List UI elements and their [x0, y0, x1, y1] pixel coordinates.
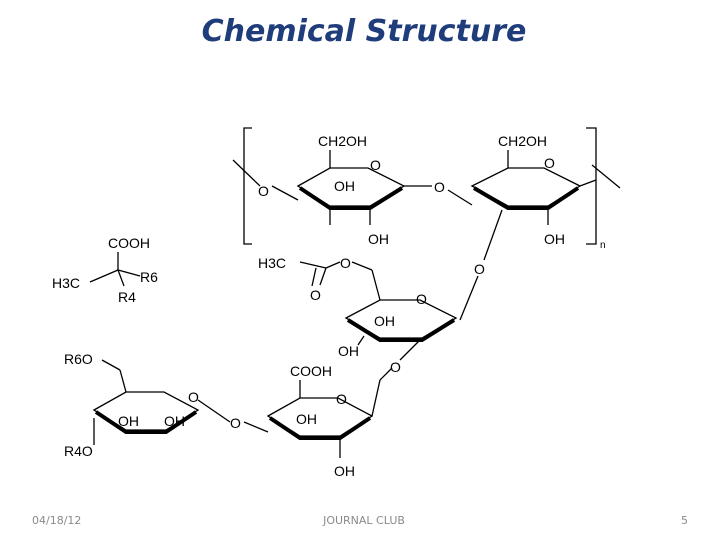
left-bracket: [243, 127, 252, 245]
right-bracket: [586, 127, 597, 245]
top-left-oh-2: OH: [368, 231, 389, 247]
top-left-ring-oxygen: O: [370, 157, 381, 173]
bottom-right-ring-oxygen: O: [336, 391, 347, 407]
page-number: 5: [681, 514, 688, 527]
pyruvate-r6: R6: [140, 269, 158, 285]
acetyl-link-o: O: [390, 359, 401, 375]
footer-center-text: JOURNAL CLUB: [323, 514, 405, 527]
acetyl-ester-o: O: [340, 255, 351, 271]
pyruvate-r4: R4: [118, 289, 136, 305]
atom-labels: CH2OH O OH OH O O O CH2OH O OH n COOH H3…: [52, 133, 606, 479]
bottom-left-oh-2: OH: [164, 413, 185, 429]
linker-right-o: O: [474, 261, 485, 277]
top-left-oh-1: OH: [334, 178, 355, 194]
bottom-left-oh-1: OH: [118, 413, 139, 429]
slide-title: Chemical Structure: [201, 14, 527, 49]
bottom-right-ring: [266, 397, 374, 437]
acetyl-carbonyl-o: O: [310, 287, 321, 303]
bottom-right-oh-1: OH: [296, 411, 317, 427]
acetyl-ring-oxygen: O: [416, 291, 427, 307]
bottom-left-r4o: R4O: [64, 443, 93, 459]
acetyl-ring: [344, 299, 458, 339]
footer-date: 04/18/12: [32, 514, 82, 527]
linker-middle-o: O: [434, 179, 445, 195]
bottom-left-ring-oxygen: O: [188, 389, 199, 405]
repeat-subscript: n: [600, 240, 606, 251]
top-right-ring: [470, 167, 582, 207]
top-left-ch2oh: CH2OH: [318, 133, 367, 149]
acetyl-h3c: H3C: [258, 255, 286, 271]
pyruvate-cooh: COOH: [108, 235, 150, 251]
top-right-ch2oh: CH2OH: [498, 133, 547, 149]
pyruvate-h3c: H3C: [52, 275, 80, 291]
bottom-right-oh-2: OH: [334, 463, 355, 479]
bottom-left-r6o: R6O: [64, 351, 93, 367]
top-right-ring-oxygen: O: [544, 155, 555, 171]
bottom-right-cooh: COOH: [290, 363, 332, 379]
linker-left-o: O: [258, 183, 269, 199]
acetyl-oh-2: OH: [338, 343, 359, 359]
bonds: [89, 127, 621, 458]
bottom-left-link-o: O: [230, 415, 241, 431]
top-right-oh: OH: [544, 231, 565, 247]
acetyl-oh-1: OH: [374, 313, 395, 329]
